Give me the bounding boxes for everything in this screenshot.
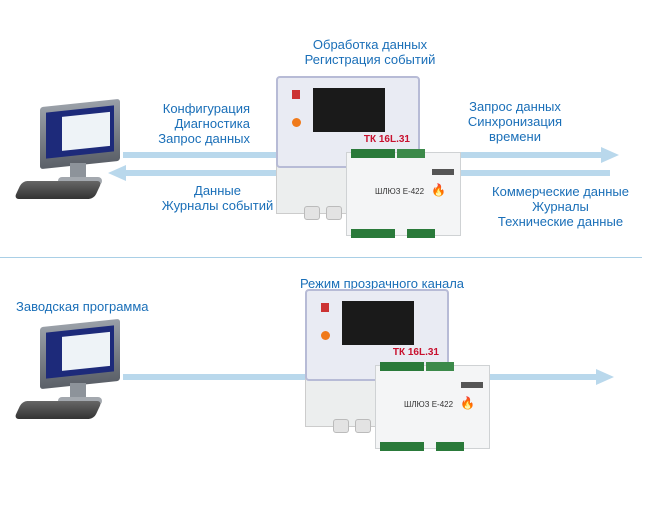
label: Технические данные [497, 214, 624, 229]
label: Конфигурация [162, 101, 250, 116]
label: времени [489, 129, 541, 144]
transparent-channel-title: Режим прозрачного канала [299, 276, 465, 291]
computer-icon [13, 98, 128, 203]
label: Журналы [532, 199, 589, 214]
controller-label: ТК 16L.31 [363, 134, 410, 145]
gateway-device: ШЛЮЗ Е-422 🔥 [375, 362, 490, 451]
gateway-label: ШЛЮЗ Е-422 [404, 400, 454, 409]
left-outgoing-text: Конфигурация Диагностика Запрос данных [120, 101, 250, 146]
label: Коммерческие данные [492, 184, 629, 199]
top-header-text: Обработка данных Регистрация событий [290, 37, 450, 67]
device-group: ТК 16L.31 ШЛЮЗ Е-422 🔥 [305, 289, 490, 454]
header-line: Обработка данных [312, 37, 428, 52]
right-outgoing-text: Запрос данных Синхронизация времени [450, 99, 580, 144]
factory-program-label: Заводская программа [16, 299, 149, 314]
label: Запрос данных [158, 131, 250, 146]
gateway-device: ШЛЮЗ Е-422 🔥 [346, 149, 461, 238]
label: Диагностика [174, 116, 250, 131]
label: Журналы событий [161, 198, 274, 213]
flame-logo-icon: 🔥 [431, 183, 446, 197]
flame-logo-icon: 🔥 [460, 396, 475, 410]
header-line: Регистрация событий [304, 52, 436, 67]
label: Данные [194, 183, 241, 198]
controller-label: ТК 16L.31 [392, 347, 439, 358]
section-divider [0, 257, 642, 258]
right-incoming-text: Коммерческие данные Журналы Технические … [478, 184, 643, 229]
device-group: ТК 16L.31 ШЛЮЗ Е-422 🔥 [276, 76, 461, 241]
label: Синхронизация [467, 114, 563, 129]
gateway-label: ШЛЮЗ Е-422 [375, 187, 425, 196]
computer-icon [13, 318, 128, 423]
label: Запрос данных [469, 99, 561, 114]
left-incoming-text: Данные Журналы событий [155, 183, 280, 213]
